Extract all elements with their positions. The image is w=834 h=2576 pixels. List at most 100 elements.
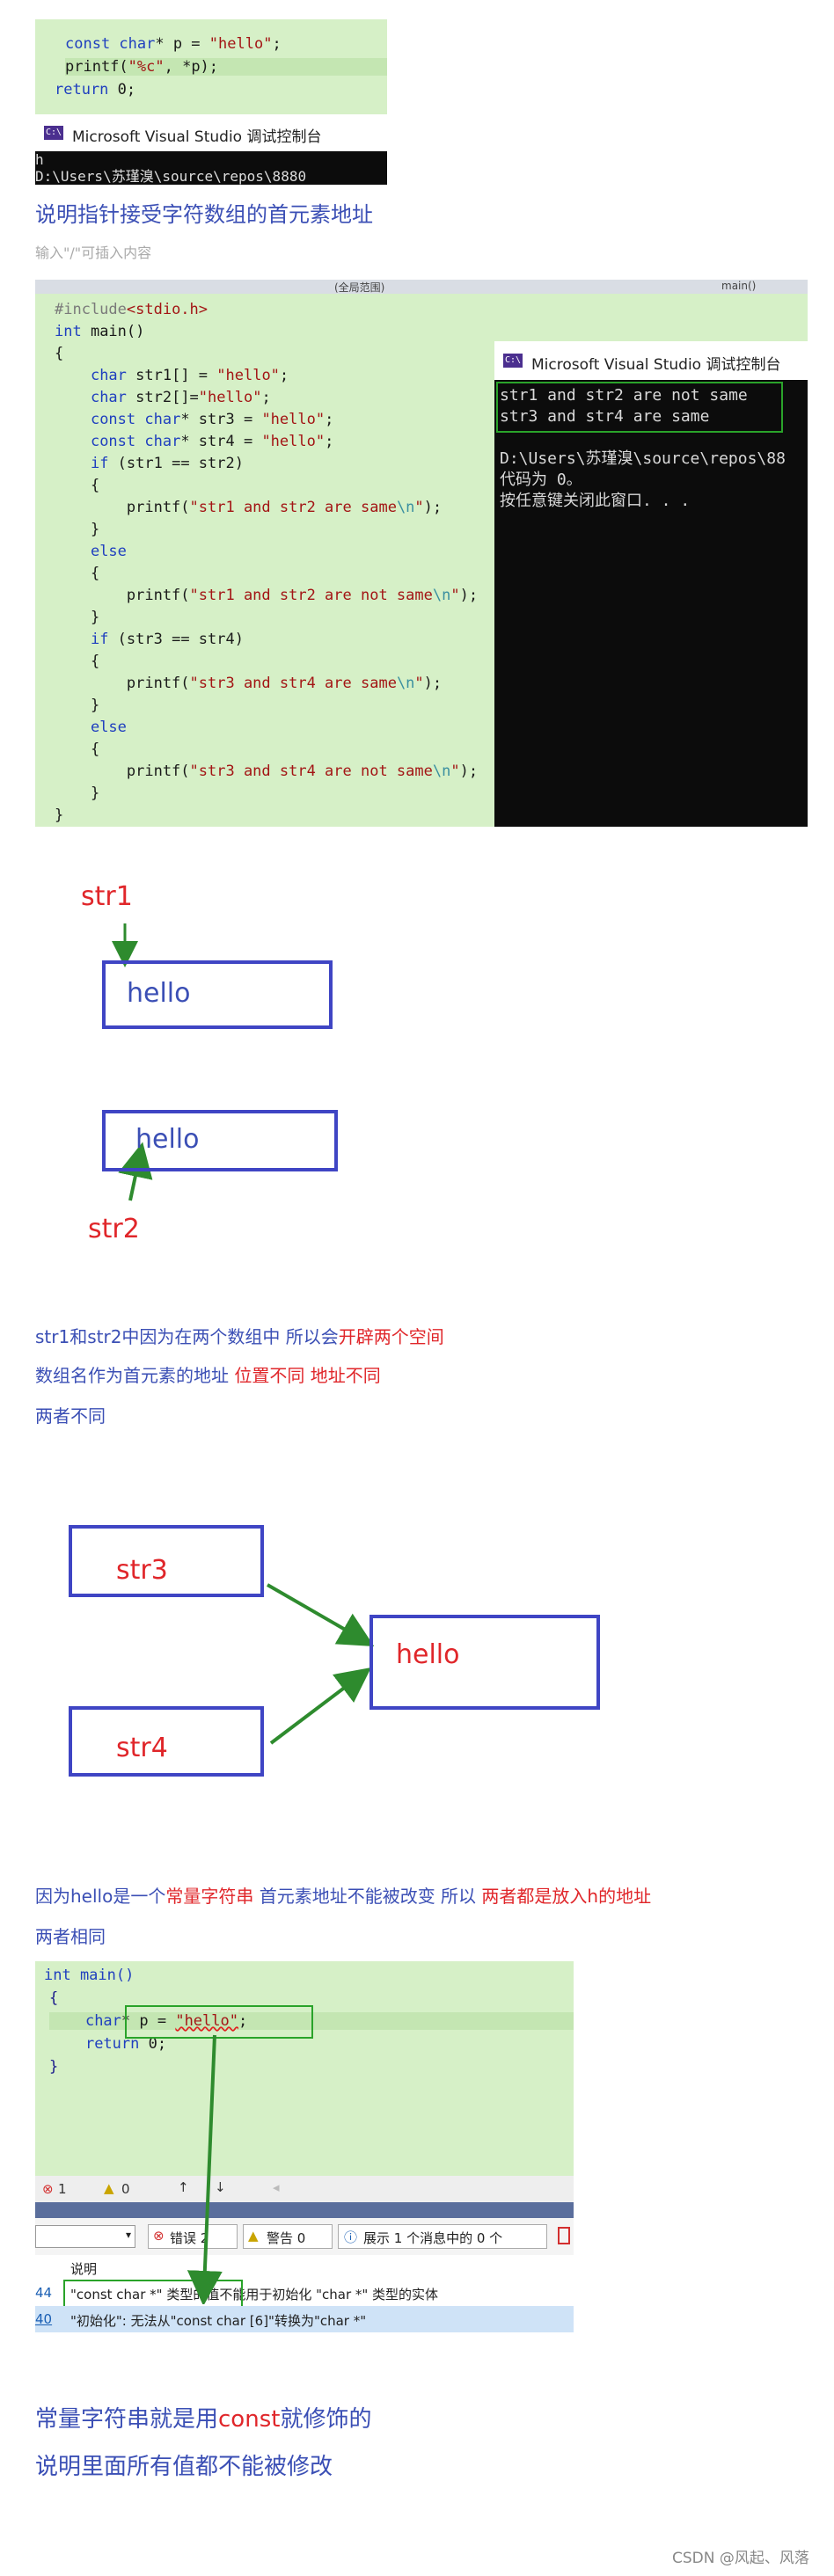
filter-dropdown[interactable]: ▾ (35, 2225, 135, 2248)
error-list-toolbar: ▾ ⊗ 错误 2 ▲ 警告 0 ⓘ 展示 1 个消息中的 0 个 (35, 2218, 574, 2255)
code-line: { (55, 565, 100, 582)
warning-icon: ▲ (104, 2180, 114, 2196)
code-block-1: const char* p = "hello"; printf("%c", *p… (35, 19, 387, 114)
editor-tab-strip: (全局范围) main() (35, 280, 808, 294)
errors-filter-button[interactable]: ⊗ 错误 2 (148, 2224, 238, 2249)
console-title: Microsoft Visual Studio 调试控制台 (531, 356, 781, 374)
code-line: printf("str3 and str4 are not same\n"); (55, 763, 479, 780)
status-strip: ⊗ 1 ▲ 0 ↑ ↓ ◂ (35, 2176, 574, 2202)
str4-box: str4 (69, 1706, 264, 1777)
note4-line1: 常量字符串就是用const就修饰的 (35, 2406, 372, 2433)
arrow-to-error (187, 2034, 223, 2304)
code-line: if (str1 == str2) (90, 455, 244, 472)
error-count[interactable]: 1 (58, 2181, 67, 2197)
code-line: const char* p = "hello"; (65, 35, 282, 53)
label-str2: str2 (88, 1214, 140, 1244)
console-title-bar: C:\ Microsoft Visual Studio 调试控制台 (35, 114, 387, 152)
code-line: char str2[]="hello"; (90, 389, 271, 406)
up-arrow-icon[interactable]: ↑ (178, 2179, 189, 2195)
footer-watermark: CSDN @风起、风落 (672, 2550, 809, 2567)
code-line: return 0; (55, 81, 136, 99)
arrow-str4 (269, 1667, 371, 1745)
function-dropdown[interactable]: main() (721, 280, 757, 292)
highlight-box (125, 2005, 313, 2039)
code-line: else (90, 543, 127, 560)
arrow-str3 (267, 1583, 375, 1646)
error-icon: ⊗ (153, 2228, 165, 2244)
note2-line2: 数组名作为首元素的地址 位置不同 地址不同 (35, 1365, 381, 1386)
code-line: printf("%c", *p); (65, 58, 387, 76)
code-line: printf("str1 and str2 are same\n"); (55, 499, 443, 516)
console-output-2: str1 and str2 are not same str3 and str4 … (494, 380, 808, 827)
column-header-description[interactable]: 说明 (70, 2261, 98, 2277)
note3-line1: 因为hello是一个常量字符串 首元素地址不能被改变 所以 两者都是放入h的地址 (35, 1886, 652, 1907)
code-line: } (55, 806, 64, 824)
diagram-error-arrow (187, 2034, 223, 2304)
error-row-1[interactable]: 44 "const char *" 类型的值不能用于初始化 "char *" 类… (35, 2280, 574, 2308)
error-row-2[interactable]: 40 "初始化": 无法从"const char [6]"转换为"char *" (35, 2306, 574, 2332)
box1-text: hello (127, 978, 191, 1009)
hello-box-1: hello (102, 960, 333, 1029)
code-line: } (49, 2058, 59, 2076)
code-line: const char* str4 = "hello"; (90, 433, 334, 450)
code-line: printf("str1 and str2 are not same\n"); (55, 587, 479, 604)
build-filter-icon[interactable] (558, 2227, 570, 2244)
label-str1: str1 (81, 881, 133, 912)
arrow-str2 (118, 1142, 153, 1201)
code-line: } (55, 609, 100, 626)
console-lines: str1 and str2 are not same str3 and str4 … (500, 385, 786, 512)
code-line: int main() (44, 1967, 135, 1984)
code-line: #include<stdio.h> (55, 301, 208, 318)
console-output: h D:\Users\苏瑾溴\source\repos\8880 (35, 151, 387, 185)
code-block-3: int main() { char* p = "hello"; return 0… (35, 1961, 574, 2176)
note4-line2: 说明里面所有值都不能被修改 (35, 2454, 333, 2480)
code-line: int main() (55, 323, 145, 340)
str3-text: str3 (116, 1555, 168, 1586)
console-line: str3 and str4 are same (500, 407, 710, 426)
warning-count[interactable]: 0 (121, 2181, 130, 2197)
note3-line2: 两者相同 (35, 1926, 106, 1947)
note2-line3: 两者不同 (35, 1405, 106, 1427)
code-line: { (55, 345, 64, 362)
hello-box-3: hello (369, 1615, 600, 1710)
console-line: 按任意键关闭此窗口. . . (500, 492, 691, 510)
scope-dropdown[interactable]: (全局范围) (334, 281, 385, 294)
code-line: { (55, 477, 100, 494)
console-app-icon: C:\ (503, 354, 523, 368)
code-line: char str1[] = "hello"; (90, 367, 289, 384)
code-line: } (55, 521, 100, 538)
note2-line1: str1和str2中因为在两个数组中 所以会开辟两个空间 (35, 1326, 444, 1347)
info-icon: ⓘ (344, 2229, 358, 2245)
code-line: return 0; (84, 2035, 167, 2053)
box2-text: hello (135, 1124, 200, 1155)
console-app-icon: C:\ (44, 126, 63, 140)
code-line: else (90, 719, 127, 736)
code-line: } (55, 784, 100, 802)
result-highlight-box (496, 382, 783, 433)
left-arrow-icon[interactable]: ◂ (273, 2179, 280, 2195)
code-line: const char* str3 = "hello"; (90, 411, 334, 428)
str4-text: str4 (116, 1733, 168, 1763)
console-line: D:\Users\苏瑾溴\source\repos\88 (500, 449, 786, 468)
str3-box: str3 (69, 1525, 264, 1597)
warning-icon: ▲ (248, 2228, 259, 2244)
chevron-down-icon: ▾ (125, 2229, 131, 2241)
console-title-bar-2: C:\ Microsoft Visual Studio 调试控制台 (494, 341, 808, 381)
console-line: str1 and str2 are not same (500, 386, 748, 405)
diagram-str1-str2 (112, 923, 153, 1201)
console-title: Microsoft Visual Studio 调试控制台 (72, 128, 322, 146)
input-hint[interactable]: 输入"/"可插入内容 (35, 244, 152, 261)
down-arrow-icon[interactable]: ↓ (215, 2179, 226, 2195)
hello-text: hello (396, 1639, 460, 1670)
messages-filter-button[interactable]: ⓘ 展示 1 个消息中的 0 个 (338, 2224, 547, 2249)
diagram-str3-str4 (267, 1583, 375, 1745)
hello-box-2: hello (102, 1110, 338, 1171)
section-title-1: 说明指针接受字符数组的首元素地址 (35, 202, 373, 227)
code-line: { (49, 1989, 59, 2007)
code-line: printf("str3 and str4 are same\n"); (55, 675, 443, 692)
code-line: } (55, 697, 100, 714)
warnings-filter-button[interactable]: ▲ 警告 0 (243, 2224, 333, 2249)
console-line: 代码为 0。 (500, 471, 582, 489)
error-icon: ⊗ (42, 2181, 54, 2197)
code-line: if (str3 == str4) (90, 631, 244, 648)
